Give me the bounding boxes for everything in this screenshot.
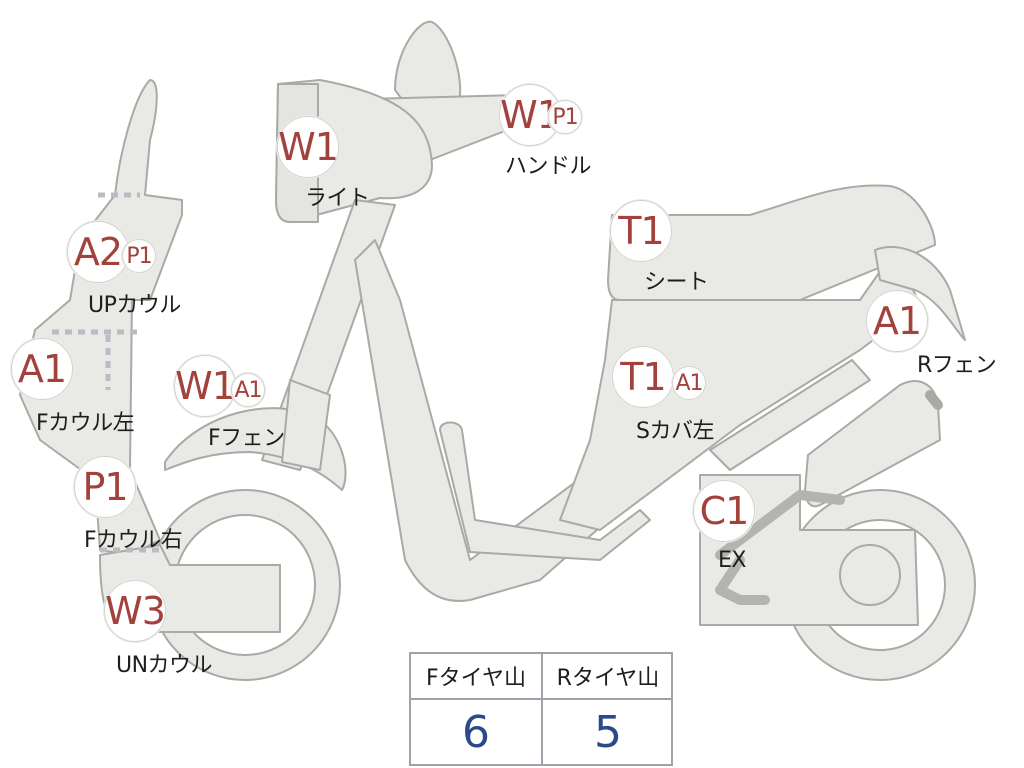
light-code-badge: W1 (277, 116, 339, 178)
f-fender-code-badge: W1 (174, 355, 236, 417)
fork-lower (281, 379, 331, 471)
f-cowl-right-code-1: P1 (82, 465, 128, 509)
front-tire-value: 6 (462, 706, 490, 758)
r-fender-label: Rフェン (917, 353, 997, 378)
light-label: ライト (305, 186, 370, 211)
exhaust-label: EX (718, 548, 746, 573)
exhaust-code-badge: C1 (693, 480, 755, 542)
rear-tire-header: Rタイヤ山 (543, 654, 673, 700)
under-cowl-label: UNカウル (116, 653, 213, 678)
seat-code-badge: T1 (610, 200, 672, 262)
up-cowl-code-1: A2 (73, 230, 123, 274)
f-fender-code-1: W1 (175, 364, 236, 408)
s-cover-left-code-2: A1 (675, 370, 703, 396)
up-cowl-code-2: P1 (126, 243, 152, 269)
f-cowl-left-label: Fカウル左 (36, 411, 135, 436)
seat-label: シート (644, 270, 709, 295)
s-cover-left-code-1: T1 (620, 355, 666, 399)
rear-fender (874, 245, 966, 341)
light-code-1: W1 (278, 125, 339, 169)
exhaust-code-1: C1 (699, 489, 750, 533)
handle-code-badge-2: P1 (548, 100, 582, 134)
s-cover-left-label: Sカバ左 (636, 419, 714, 444)
r-fender-code-1: A1 (872, 299, 922, 343)
shock-bolt (925, 390, 943, 410)
table-divider (541, 654, 543, 764)
r-fender-code-badge: A1 (866, 290, 928, 352)
f-fender-label: Fフェン (208, 426, 285, 451)
up-cowl-code-badge-2: P1 (122, 239, 156, 273)
rear-tire-value: 5 (594, 706, 622, 758)
floorboard (439, 421, 651, 561)
tire-tread-table: Fタイヤ山 Rタイヤ山 6 5 (409, 652, 673, 766)
f-fender-code-2: A1 (234, 377, 262, 403)
f-fender-code-badge-2: A1 (231, 373, 265, 407)
handle-label: ハンドル (505, 154, 592, 179)
f-cowl-left-code-badge: A1 (11, 338, 73, 400)
exhaust-pipe (715, 490, 845, 605)
f-cowl-right-code-badge: P1 (74, 456, 136, 518)
front-tire-header: Fタイヤ山 (411, 654, 541, 700)
f-cowl-right-label: Fカウル右 (84, 528, 183, 553)
s-cover-left-code-badge-2: A1 (672, 366, 706, 400)
under-cowl-code-1: W3 (105, 589, 166, 633)
up-cowl-label: UPカウル (88, 293, 181, 318)
s-cover-left-code-badge: T1 (612, 346, 674, 408)
seat (607, 184, 936, 301)
f-cowl-left-code-1: A1 (17, 347, 67, 391)
handle-code-2: P1 (552, 104, 578, 130)
rear-shock (709, 359, 871, 471)
seat-code-1: T1 (618, 209, 664, 253)
under-cowl-code-badge: W3 (104, 580, 166, 642)
rear-hub (839, 544, 901, 606)
up-cowl-code-badge: A2 (67, 221, 129, 283)
